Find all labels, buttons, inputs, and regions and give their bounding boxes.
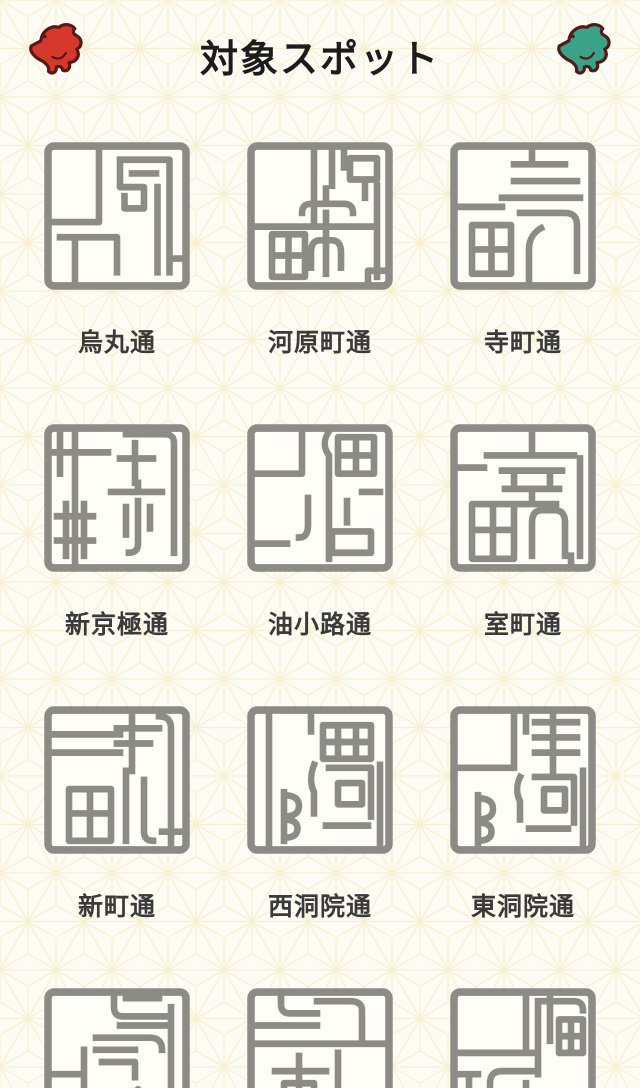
seal-stamp-higashinotoin	[450, 706, 596, 854]
seal-stamp-karasuma	[44, 142, 190, 290]
spot-card-shinkyogoku-dori[interactable]: 新京極通	[42, 422, 192, 704]
teal-plover-mascot-icon	[557, 23, 611, 75]
spot-card-higashinotoin-dori[interactable]: 東洞院通	[448, 704, 598, 986]
red-plover-mascot-icon	[29, 23, 83, 75]
spot-label: 室町通	[483, 611, 562, 639]
spot-card-nishinotoin-dori[interactable]: 西洞院通	[245, 704, 395, 986]
spot-card-karasuma-dori[interactable]: 烏丸通	[42, 140, 192, 422]
seal-stamp-teramachi	[450, 142, 596, 290]
seal-stamp-partial-1	[44, 988, 190, 1088]
spot-card-aburanokoji-dori[interactable]: 油小路通	[245, 422, 395, 704]
seal-stamp-nishinotoin	[247, 706, 393, 854]
spot-label: 東洞院通	[470, 893, 575, 921]
seal-stamp-partial-2	[247, 988, 393, 1088]
spot-label: 西洞院通	[267, 893, 372, 921]
seal-stamp-kawaramachi	[247, 142, 393, 290]
spot-label: 油小路通	[267, 611, 372, 639]
page-title: 対象スポット	[199, 39, 440, 81]
seal-stamp-aburanokoji	[247, 424, 393, 572]
spot-card-kawaramachi-dori[interactable]: 河原町通	[245, 140, 395, 422]
spot-card-muromachi-dori[interactable]: 室町通	[448, 422, 598, 704]
spot-card-partial-3[interactable]	[448, 986, 598, 1088]
seal-stamp-partial-3	[450, 988, 596, 1088]
seal-stamp-shinmachi	[44, 706, 190, 854]
spot-card-teramachi-dori[interactable]: 寺町通	[448, 140, 598, 422]
seal-stamp-muromachi	[450, 424, 596, 572]
spot-label: 烏丸通	[77, 329, 156, 357]
spot-label: 河原町通	[267, 329, 372, 357]
spot-label: 新町通	[77, 893, 156, 921]
seal-stamp-shinkyogoku	[44, 424, 190, 572]
spot-card-partial-1[interactable]	[42, 986, 192, 1088]
spot-grid: 烏丸通 河原町通 寺町通	[0, 140, 640, 1088]
spot-label: 新京極通	[64, 611, 169, 639]
spot-card-partial-2[interactable]	[245, 986, 395, 1088]
spot-label: 寺町通	[483, 329, 562, 357]
spot-card-shinmachi-dori[interactable]: 新町通	[42, 704, 192, 986]
